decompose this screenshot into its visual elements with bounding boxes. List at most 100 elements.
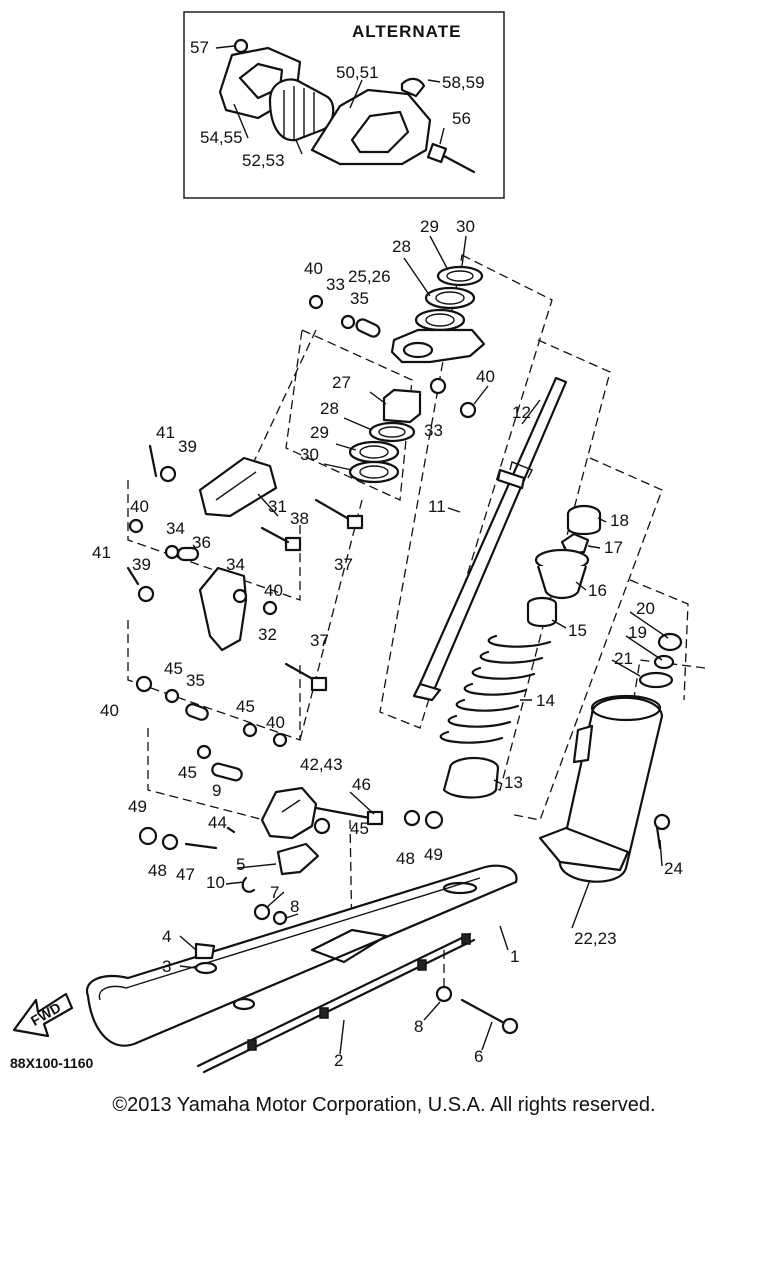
callout-57: 57 <box>190 38 209 57</box>
callout-25-26: 25,26 <box>348 267 391 286</box>
inset-housing-part <box>310 88 432 166</box>
callout-45: 45 <box>164 659 183 678</box>
callout-16: 16 <box>588 581 607 600</box>
leader-lines <box>179 235 669 1055</box>
upper-seal-29-part <box>424 286 476 310</box>
callout-41-b: 41 <box>92 543 111 562</box>
callout-34-b: 34 <box>226 555 245 574</box>
callout-38: 38 <box>290 509 309 528</box>
callout-29-b: 29 <box>310 423 329 442</box>
callout-17: 17 <box>604 538 623 557</box>
exploded-view-drawing: ALTERNATE <box>10 11 706 1074</box>
callout-6: 6 <box>474 1047 483 1066</box>
spindle-bracket-group <box>138 786 444 926</box>
callout-45-c: 45 <box>178 763 197 782</box>
callout-labels: 57 50,51 58,59 56 54,55 52,53 29 30 28 4… <box>10 38 683 1071</box>
callout-40-c: 40 <box>130 497 149 516</box>
callout-35-b: 35 <box>186 671 205 690</box>
callout-28-b: 28 <box>320 399 339 418</box>
inset-boot-part <box>268 78 335 142</box>
drawing-code: 88X100-1160 <box>10 1055 94 1071</box>
callout-21: 21 <box>614 649 633 668</box>
callout-2: 2 <box>334 1051 343 1070</box>
callout-52-53: 52,53 <box>242 151 285 170</box>
spring-group <box>439 504 602 799</box>
callout-36: 36 <box>192 533 211 552</box>
callout-30: 30 <box>456 217 475 236</box>
copyright-notice: ©2013 Yamaha Motor Corporation, U.S.A. A… <box>112 1094 656 1116</box>
callout-10: 10 <box>206 873 225 892</box>
callout-22-23: 22,23 <box>574 929 617 948</box>
callout-33-b: 33 <box>424 421 443 440</box>
inset-title: ALTERNATE <box>352 22 461 41</box>
inset-frame <box>183 11 505 199</box>
callout-48: 48 <box>148 861 167 880</box>
callout-9: 9 <box>212 781 221 800</box>
spindle-bracket-part <box>260 786 318 840</box>
callout-34: 34 <box>166 519 185 538</box>
callout-39-b: 39 <box>132 555 151 574</box>
callout-40-b: 40 <box>476 367 495 386</box>
callout-31: 31 <box>268 497 287 516</box>
lower-link-32-part <box>198 566 248 652</box>
callout-11: 11 <box>428 497 446 516</box>
ski-group <box>85 864 519 1074</box>
callout-12: 12 <box>512 403 531 422</box>
callout-40-e: 40 <box>100 701 119 720</box>
callout-4: 4 <box>162 927 171 946</box>
callout-8: 8 <box>290 897 299 916</box>
callout-7: 7 <box>270 883 279 902</box>
ski-1-part <box>85 864 518 1047</box>
upper-pivot-group <box>308 265 486 484</box>
callout-56: 56 <box>452 109 471 128</box>
callout-45-d: 45 <box>350 819 369 838</box>
coil-spring-14-part <box>439 634 552 744</box>
callout-40-f: 40 <box>266 713 285 732</box>
callout-45-b: 45 <box>236 697 255 716</box>
callout-29: 29 <box>420 217 439 236</box>
callout-33: 33 <box>326 275 345 294</box>
callout-14: 14 <box>536 691 555 710</box>
callout-13: 13 <box>504 773 523 792</box>
fwd-arrow: FWD <box>12 992 74 1038</box>
callout-42-43: 42,43 <box>300 755 343 774</box>
callout-27: 27 <box>332 373 351 392</box>
callout-46: 46 <box>352 775 371 794</box>
steering-arm-part <box>390 328 486 364</box>
callout-15: 15 <box>568 621 587 640</box>
callout-24: 24 <box>664 859 683 878</box>
callout-37-b: 37 <box>310 631 329 650</box>
callout-19: 19 <box>628 623 647 642</box>
callout-20: 20 <box>636 599 655 618</box>
damper-group <box>412 376 568 702</box>
fwd-arrow-icon <box>12 992 74 1038</box>
upper-washer-30-part <box>436 265 484 287</box>
callout-58-59: 58,59 <box>442 73 485 92</box>
bushing-27-part <box>382 388 422 424</box>
callout-32: 32 <box>258 625 277 644</box>
callout-3: 3 <box>162 957 171 976</box>
callout-30-b: 30 <box>300 445 319 464</box>
callout-54-55: 54,55 <box>200 128 243 147</box>
callout-40: 40 <box>304 259 323 278</box>
shock-body-group <box>538 632 683 883</box>
callout-39: 39 <box>178 437 197 456</box>
callout-5: 5 <box>236 855 245 874</box>
callout-35: 35 <box>350 289 369 308</box>
callout-44: 44 <box>208 813 227 832</box>
callout-1: 1 <box>510 947 519 966</box>
alternate-inset: ALTERNATE <box>183 11 505 199</box>
callout-18: 18 <box>610 511 629 530</box>
linkage-group <box>126 444 364 782</box>
callout-49: 49 <box>128 797 147 816</box>
callout-50-51: 50,51 <box>336 63 379 82</box>
callout-37: 37 <box>334 555 353 574</box>
inset-nut-part <box>233 38 249 54</box>
callout-8-b: 8 <box>414 1017 423 1036</box>
callout-40-d: 40 <box>264 581 283 600</box>
callout-47: 47 <box>176 865 195 884</box>
upper-link-31-part <box>198 456 278 518</box>
callout-48-b: 48 <box>396 849 415 868</box>
inset-bolt-part <box>426 142 448 164</box>
